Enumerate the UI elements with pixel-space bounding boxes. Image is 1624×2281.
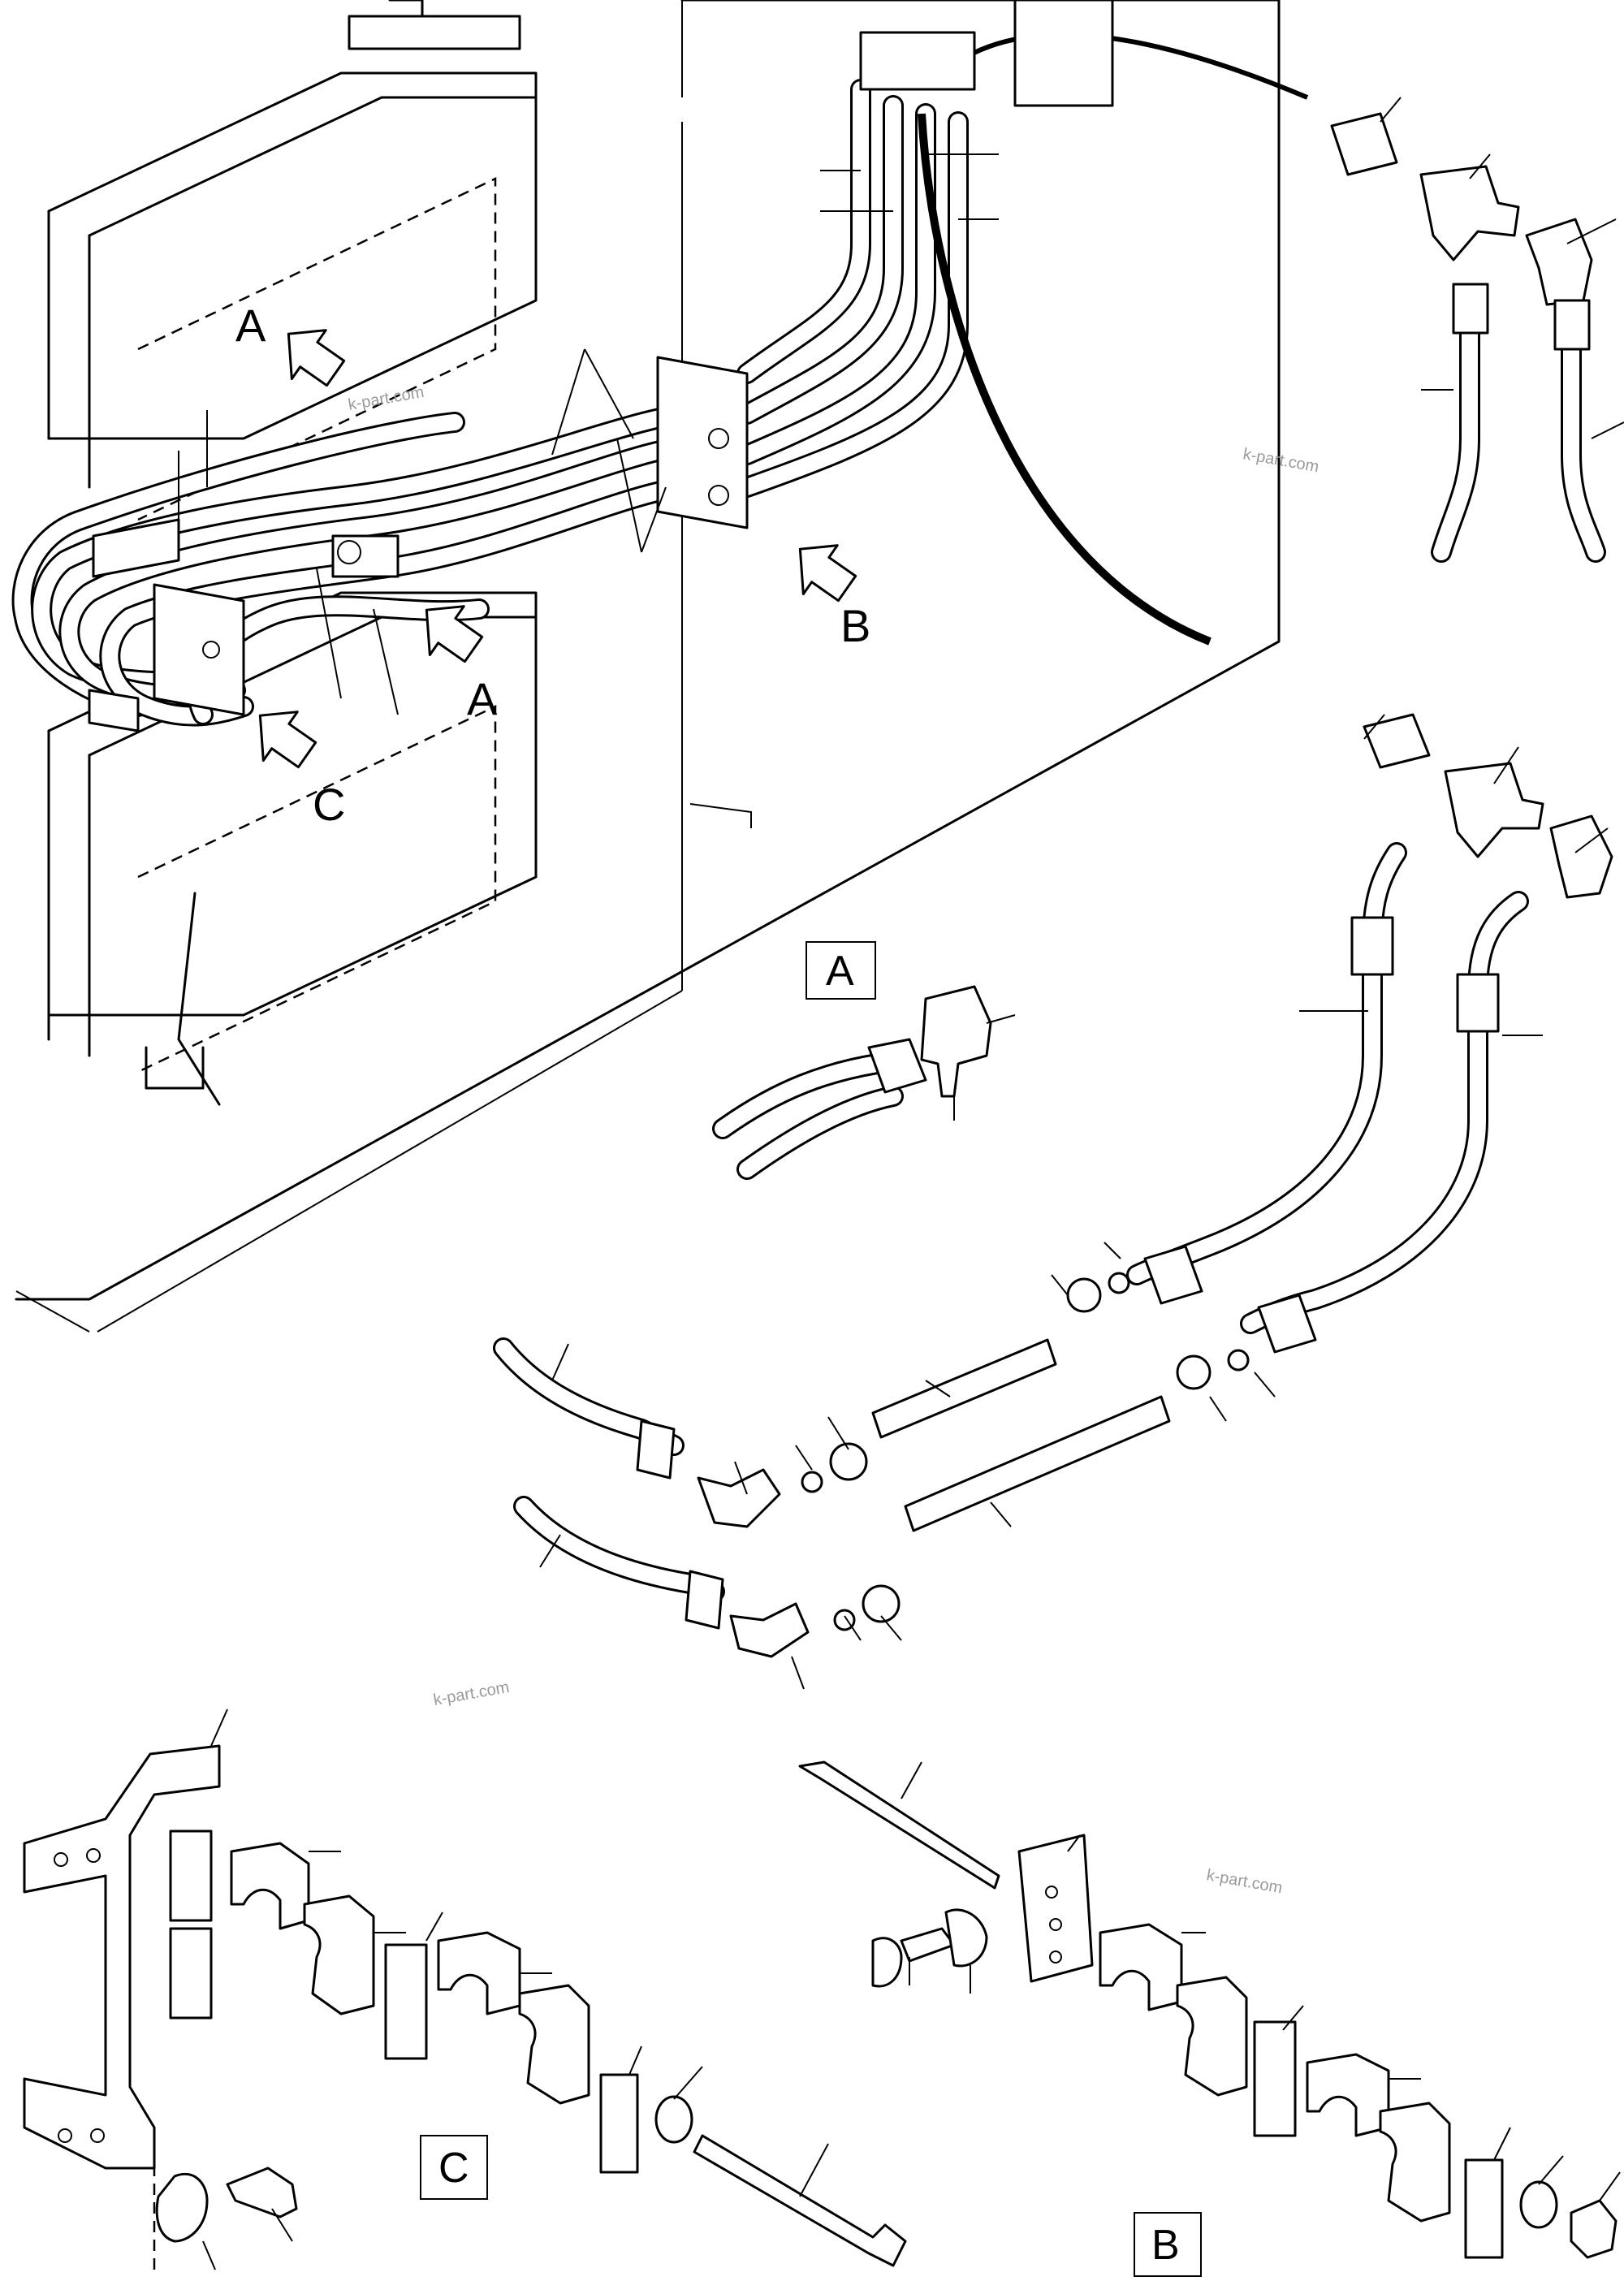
washer-icon — [654, 2095, 693, 2144]
detail-b-box — [1134, 2212, 1202, 2277]
top-right-fittings — [1330, 97, 1624, 563]
view-a-arrow-icon — [287, 329, 346, 387]
adapter-fitting-icon — [1330, 112, 1398, 176]
elbow-icon-lower — [729, 1602, 810, 1658]
clamp-half-icon — [230, 1842, 310, 1930]
hose-clamps — [88, 0, 1114, 732]
view-c-arrow-icon — [258, 711, 317, 769]
detail-c-box — [420, 2135, 488, 2200]
view-b-label: B — [840, 600, 870, 651]
detail-c-label: C — [438, 2145, 469, 2192]
swivel-elbow-icon — [920, 985, 992, 1098]
detail-b-label: B — [1151, 2222, 1180, 2269]
elbow-icon-upper — [697, 1468, 781, 1528]
assembly-leaders — [178, 153, 999, 715]
detail-a: A — [712, 941, 1016, 1180]
detail-a-box — [806, 941, 876, 1000]
watermark: k-part.com — [1205, 1866, 1284, 1897]
detail-c: C — [23, 1709, 907, 2274]
nut-icon — [1570, 2199, 1618, 2259]
view-a-lower-label: A — [467, 673, 498, 724]
view-b-arrow-icon — [798, 544, 857, 603]
detail-a-label: A — [826, 948, 854, 995]
view-c-label: C — [313, 779, 345, 830]
view-arrows — [258, 329, 857, 769]
bolt-icon — [693, 2134, 907, 2267]
view-a-lower-arrow-icon — [425, 605, 484, 663]
watermark: k-part.com — [432, 1678, 511, 1709]
middle-hose-run — [493, 713, 1613, 1690]
elbow-fitting-icon — [1525, 218, 1593, 306]
view-a-label: A — [235, 300, 266, 351]
detail-b: B — [798, 1760, 1621, 2277]
tee-fitting-icon — [1419, 165, 1520, 261]
upper-cooler — [47, 0, 538, 521]
long-bolt-icon — [798, 1760, 1000, 1890]
watermark: k-part.com — [1242, 445, 1320, 476]
washer-b-icon — [1519, 2180, 1558, 2229]
main-assembly: A A B C — [11, 0, 1309, 1333]
watermark: k-part.com — [347, 383, 425, 414]
